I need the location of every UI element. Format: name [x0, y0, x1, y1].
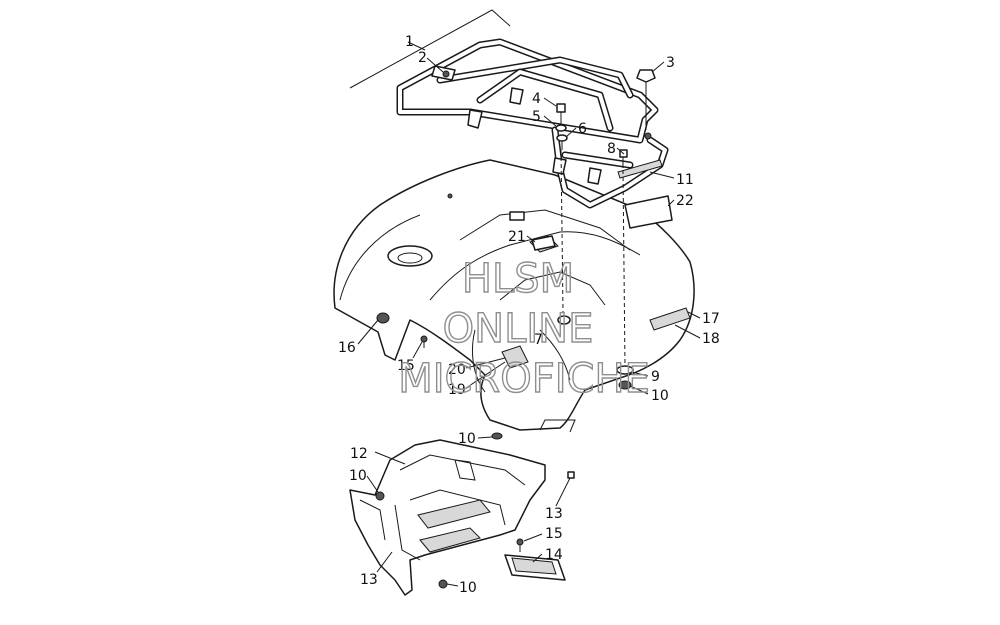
- mounting-lines: [560, 149, 626, 369]
- callout-15-upper: 15: [397, 358, 415, 374]
- rear-rack-drawing: [396, 38, 669, 209]
- callout-17: 17: [702, 311, 720, 327]
- callout-22: 22: [676, 193, 694, 209]
- leader-lines: [357, 57, 701, 587]
- callout-6: 6: [578, 121, 587, 137]
- washer-nut-9-10: [491, 365, 634, 440]
- callout-13-left: 13: [360, 572, 378, 588]
- callout-16: 16: [338, 340, 356, 356]
- watermark: HLSM ONLINE MICROFICHE: [397, 255, 650, 402]
- callout-3: 3: [666, 55, 675, 71]
- callout-5: 5: [532, 109, 541, 125]
- watermark-line-2: ONLINE: [443, 306, 594, 352]
- callout-11: 11: [676, 172, 694, 188]
- callout-14: 14: [545, 547, 563, 563]
- callout-10-center: 10: [458, 431, 476, 447]
- decal-22: [624, 195, 673, 229]
- watermark-line-3: MICROFICHE: [398, 356, 650, 402]
- callout-10-bottom: 10: [459, 580, 477, 596]
- callout-1: 1: [405, 34, 414, 50]
- callout-18: 18: [702, 331, 720, 347]
- callout-21: 21: [508, 229, 526, 245]
- callout-7: 7: [534, 332, 543, 348]
- footwell-drawing: [349, 439, 575, 596]
- callout-labels: 1 2 3 4 5 6 8 11 22 21 17 18 7 16 15 20 …: [338, 34, 720, 596]
- callout-12: 12: [350, 446, 368, 462]
- callout-13-right: 13: [545, 506, 563, 522]
- callout-8: 8: [607, 141, 616, 157]
- callout-4: 4: [532, 91, 541, 107]
- decal-21: [531, 235, 556, 251]
- callout-10-left: 10: [349, 468, 367, 484]
- callout-2: 2: [418, 50, 427, 66]
- fasteners-left: [420, 315, 571, 348]
- footrest-drawing: [504, 538, 566, 581]
- callout-9: 9: [651, 369, 660, 385]
- callout-10-fender: 10: [651, 388, 669, 404]
- callout-15-lower: 15: [545, 526, 563, 542]
- watermark-line-1: HLSM: [462, 256, 574, 302]
- callout-20: 20: [448, 362, 466, 378]
- callout-19: 19: [448, 382, 466, 398]
- assembly-bracket: [349, 9, 511, 89]
- rear-fender-drawing: [333, 159, 695, 433]
